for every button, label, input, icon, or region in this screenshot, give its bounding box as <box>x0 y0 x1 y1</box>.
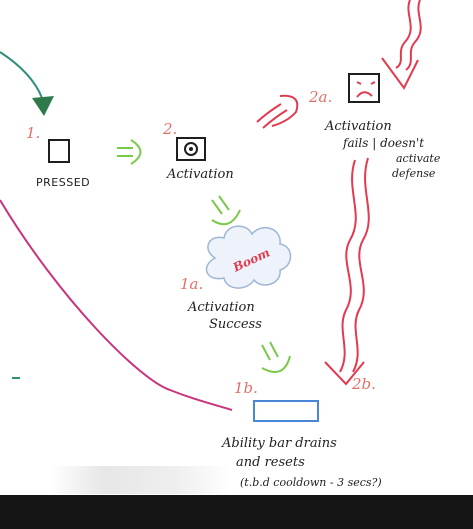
red-wiggle-arrow-top <box>381 0 422 90</box>
paper-smudge <box>50 466 230 494</box>
node-1b-label-line1: Ability bar drains <box>222 436 337 451</box>
node-2a-label-line4: defense <box>392 167 436 180</box>
node-1a-label-line1: Activation <box>188 300 255 315</box>
magenta-curve <box>0 199 233 411</box>
red-arrow-2-to-2a <box>256 94 299 129</box>
green-arrow-1a-to-1b <box>261 341 291 373</box>
target-square-icon <box>176 137 206 161</box>
node-2a-label-line2: fails | doesn't <box>343 136 425 150</box>
green-arrow-1-to-2 <box>117 139 142 165</box>
node-1b-label-line3: (t.b.d cooldown - 3 secs?) <box>240 476 382 489</box>
node-2a-label-line3: activate <box>396 152 441 165</box>
red-wiggle-arrow-2a-to-2b <box>324 157 370 386</box>
node-1b-label-line2: and resets <box>236 455 305 470</box>
node-1b-number: 1b. <box>234 379 258 397</box>
node-2a-label-line1: Activation <box>325 119 392 134</box>
node-2-label: Activation <box>167 167 234 182</box>
node-2-number: 2. <box>163 120 178 138</box>
ability-bar-icon <box>253 400 319 422</box>
boom-cloud-icon <box>205 225 292 289</box>
node-1a-label-line2: Success <box>209 317 262 332</box>
node-2a-number: 2a. <box>309 88 333 106</box>
teal-arrow-line <box>0 51 43 99</box>
empty-square-icon <box>48 139 70 163</box>
bottom-dark-band <box>0 495 473 529</box>
node-1a-number: 1a. <box>180 275 204 293</box>
node-1-label: PRESSED <box>36 176 91 189</box>
green-arrow-2-to-1a <box>211 195 241 226</box>
node-1-number: 1. <box>26 124 41 142</box>
node-2b-number: 2b. <box>352 375 376 393</box>
sad-face-square-icon <box>348 73 380 103</box>
teal-arrowhead-icon <box>32 96 54 116</box>
